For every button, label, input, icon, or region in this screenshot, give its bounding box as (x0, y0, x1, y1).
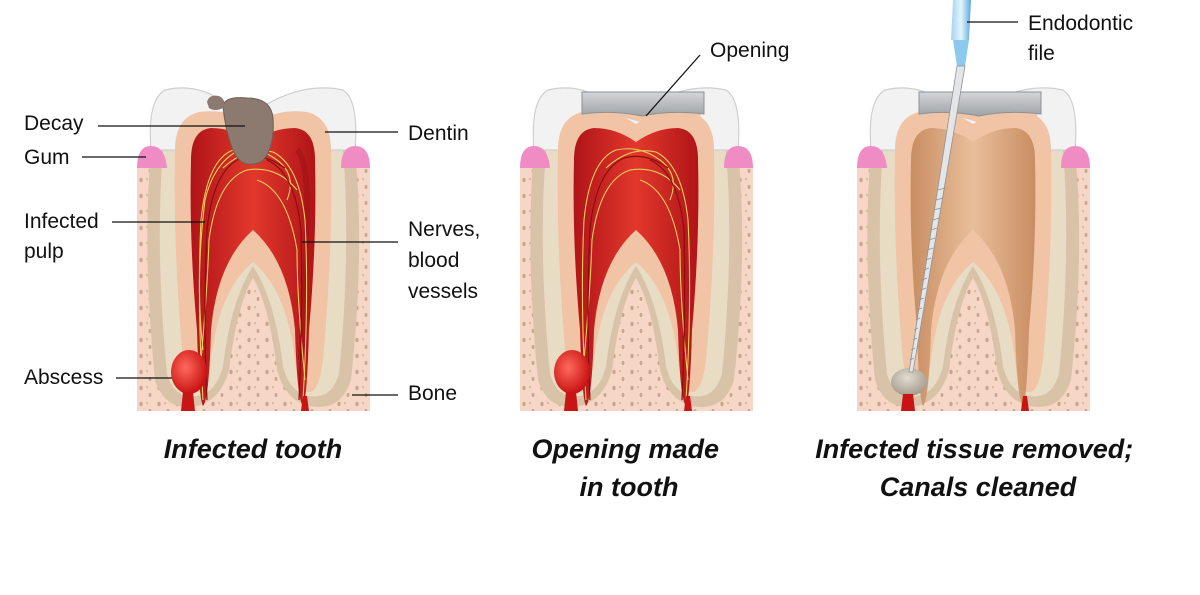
decay (222, 97, 274, 165)
label-abscess: Abscess (24, 366, 103, 389)
infected-pulp (573, 128, 699, 406)
blood-vessels (587, 155, 686, 401)
label-nerves: Nerves, blood vessels (408, 218, 486, 303)
gum-right (1061, 146, 1090, 168)
label-nerves-line-3: vessels (408, 280, 478, 303)
endodontic-file (908, 0, 971, 373)
root-tip-right (684, 396, 692, 411)
abscess-tail (564, 392, 578, 411)
infected-pulp (190, 128, 316, 406)
caption-1-line-1: Infected tooth (164, 434, 342, 464)
label-infected-pulp-line-1: Infected (24, 210, 99, 233)
gum-left (137, 146, 167, 168)
caption-tissue-removed: Infected tissue removed; Canals cleaned (815, 434, 1141, 502)
label-dentin: Dentin (408, 122, 469, 145)
label-nerves-line-2: blood (408, 249, 459, 272)
label-file-line-1: Endodontic (1028, 12, 1133, 35)
label-opening: Opening (710, 39, 789, 62)
gum-right (341, 146, 370, 168)
gum-left (857, 146, 887, 168)
panel-infected-tooth (137, 87, 370, 411)
decay-chip (207, 95, 225, 110)
temporary-filling (581, 91, 705, 117)
label-bone: Bone (408, 382, 457, 405)
panel-tissue-removed (857, 0, 1090, 411)
label-infected-pulp-line-2: pulp (24, 240, 64, 263)
leader-lines (82, 21, 1018, 396)
leader-opening (645, 54, 701, 117)
abscess (554, 350, 590, 394)
panel-opening-made (520, 87, 753, 411)
caption-3-line-1: Infected tissue removed; (815, 434, 1133, 464)
caption-infected-tooth: Infected tooth (164, 434, 342, 464)
gum-right (724, 146, 753, 168)
label-gum: Gum (24, 146, 70, 169)
temporary-filling (918, 91, 1042, 117)
gum-left (520, 146, 550, 168)
caption-2-line-2: in tooth (580, 472, 679, 502)
label-endodontic-file: Endodontic file (1028, 12, 1139, 65)
label-decay: Decay (24, 112, 84, 135)
pulp-shadow (294, 147, 311, 361)
label-nerves-line-1: Nerves, (408, 218, 480, 241)
abscess-tail (181, 392, 195, 411)
caption-3-line-2: Canals cleaned (880, 472, 1077, 502)
root-tip-left (901, 394, 915, 411)
caption-opening-made: Opening made in tooth (531, 434, 726, 502)
caption-2-line-1: Opening made (531, 434, 719, 464)
root-tip-right (301, 396, 309, 411)
debris-plug (891, 368, 927, 396)
label-infected-pulp: Infected pulp (24, 210, 105, 263)
label-file-line-2: file (1028, 42, 1055, 65)
abscess (171, 350, 207, 394)
root-tip-right (1021, 396, 1029, 411)
